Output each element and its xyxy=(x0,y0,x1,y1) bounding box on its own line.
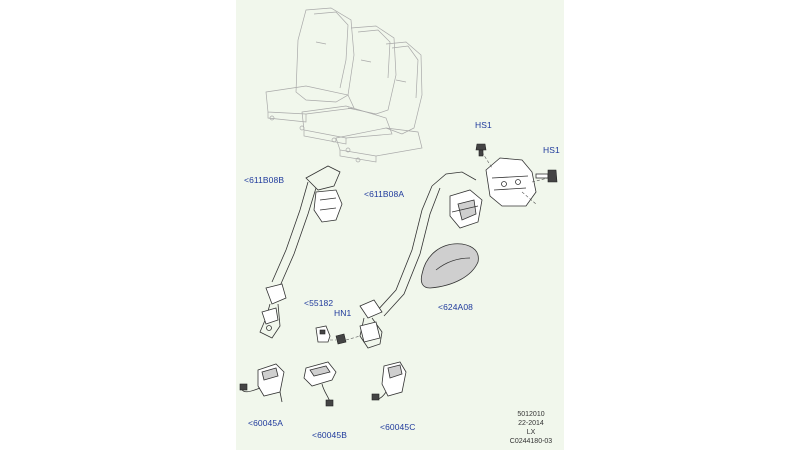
belt-assembly-611B08B xyxy=(259,165,343,339)
info-line-2: 22-2014 xyxy=(518,420,544,427)
callout-hs1-top[interactable]: HS1 xyxy=(475,120,492,130)
parts-illustration xyxy=(239,7,558,407)
callout-hn1[interactable]: HN1 xyxy=(334,308,352,318)
callout-55182[interactable]: <55182 xyxy=(304,298,334,308)
clip-55182 xyxy=(315,325,331,343)
callout-60045A[interactable]: <60045A xyxy=(248,418,283,428)
bolt-hs1-right xyxy=(535,169,558,183)
belt-assembly-611B08A xyxy=(359,171,483,349)
trim-cover-624A08 xyxy=(420,243,479,289)
info-line-1: 5012010 xyxy=(517,411,545,418)
rear-seat-illustration xyxy=(265,7,423,163)
buckle-60045A xyxy=(239,363,285,403)
clip-leader-line xyxy=(330,335,361,341)
diagram-sheet: <611B08B <611B08A HS1 HS1 <55182 HN1 <62… xyxy=(236,0,564,450)
nut-hn1 xyxy=(335,333,347,345)
callout-60045C[interactable]: <60045C xyxy=(380,422,416,432)
callout-611B08A[interactable]: <611B08A xyxy=(364,189,405,199)
callout-60045B[interactable]: <60045B xyxy=(312,430,347,440)
callout-hs1-right[interactable]: HS1 xyxy=(543,145,560,155)
buckle-60045C xyxy=(371,361,407,401)
bolt-hs1-top xyxy=(475,143,487,157)
callout-624A08[interactable]: <624A08 xyxy=(438,302,473,312)
buckle-60045B xyxy=(303,361,337,407)
info-line-3: LX xyxy=(526,429,536,436)
callout-611B08B[interactable]: <611B08B xyxy=(244,175,285,185)
mounting-bracket xyxy=(481,151,549,207)
info-line-4: C0244180-03 xyxy=(509,438,553,445)
drawing-info-block: 5012010 22-2014 LX C0244180-03 xyxy=(506,410,556,446)
